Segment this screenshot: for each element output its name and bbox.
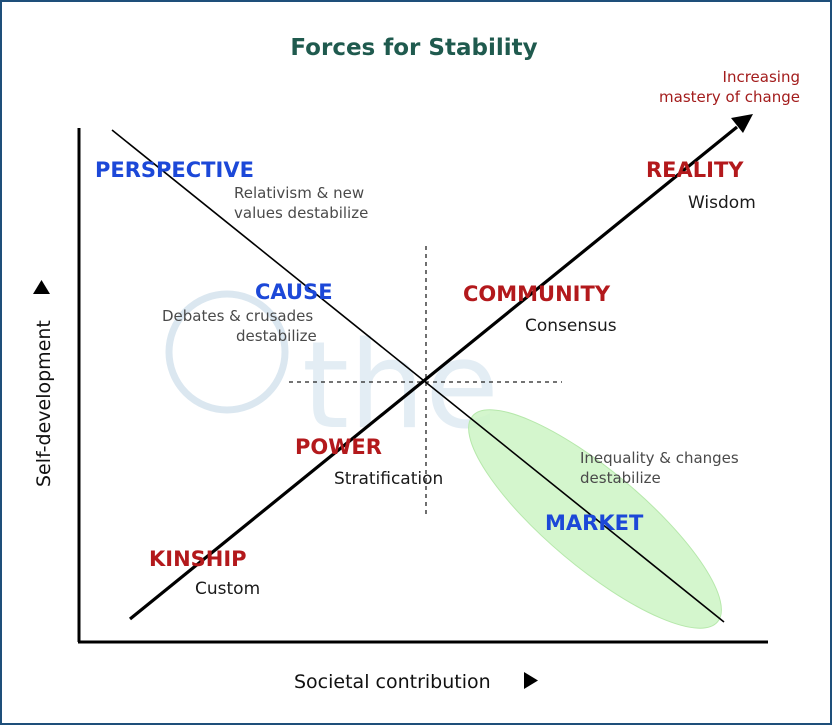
mastery-arrow-head-icon [731,114,753,133]
cause-note-line-2: destabilize [236,327,317,345]
node-kinship-label: KINSHIP [149,547,247,571]
node-market-label: MARKET [545,511,644,535]
node-reality-label: REALITY [646,158,744,182]
mastery-arrow-line [128,125,739,621]
kinship-sub-label: Custom [195,579,260,599]
node-cause-label: CAUSE [255,280,333,304]
cause-note-line-1: Debates & crusades [162,307,313,325]
node-power-label: POWER [295,435,382,459]
perspective-note-line-1: Relativism & new [234,184,364,202]
y-axis-arrow-icon [33,280,50,294]
diagram-title: Forces for Stability [290,35,537,61]
reality-sub-label: Wisdom [688,193,756,213]
community-sub-label: Consensus [525,316,617,336]
corner-label-line-2: mastery of change [659,88,800,106]
power-sub-label: Stratification [334,469,443,489]
market-note-line-2: destabilize [580,469,661,487]
market-note-line-1: Inequality & changes [580,449,739,467]
destabilizing-diagonal-line [111,129,725,623]
watermark: the [165,290,499,456]
x-axis-label: Societal contribution [294,671,491,693]
watermark-bulb-icon [165,290,289,414]
x-axis-arrow-icon [524,672,538,689]
y-axis-label: Self-development [33,320,55,487]
node-community-label: COMMUNITY [463,282,611,306]
perspective-note-line-2: values destabilize [234,204,368,222]
watermark-text: the [302,317,499,456]
corner-label-line-1: Increasing [723,68,800,86]
node-perspective-label: PERSPECTIVE [95,158,254,182]
